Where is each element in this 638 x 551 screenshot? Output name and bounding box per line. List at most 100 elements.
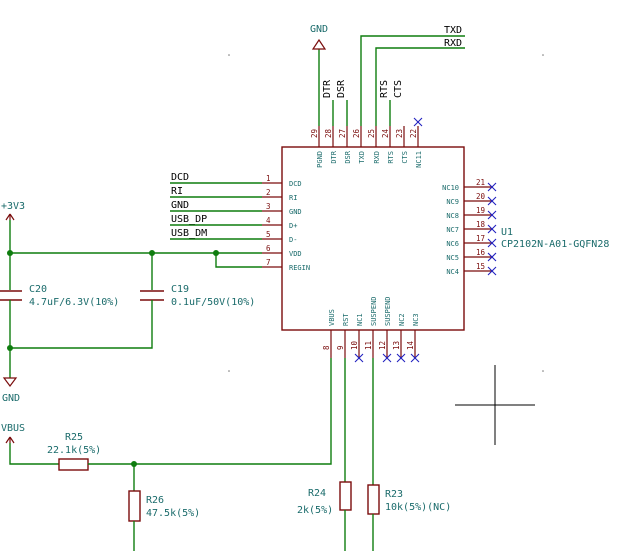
- pin-name-nc8: NC8: [446, 212, 459, 220]
- pin-num-14: 14: [406, 340, 415, 350]
- pin-num-28: 28: [324, 128, 333, 138]
- r24-ref: R24: [308, 488, 326, 499]
- pin-num-21: 21: [476, 178, 485, 187]
- pin-num-10: 10: [350, 340, 359, 350]
- pin-name-nc11: NC11: [415, 151, 423, 168]
- top-wires: [318, 35, 465, 126]
- pin-name-regin: REGIN: [289, 264, 310, 272]
- pin-num-3: 3: [266, 202, 271, 211]
- net-label-usb-dm: USB_DM: [171, 228, 207, 239]
- pin-name-nc4: NC4: [446, 268, 459, 276]
- vbus-label: VBUS: [1, 423, 25, 434]
- pin-name-suspend: SUSPEND: [384, 296, 392, 326]
- r25-value: 22.1k(5%): [47, 445, 101, 456]
- u1-top-pins: 29 28 27 26 25 24 23 22 PGND DTR DSR TXD…: [310, 126, 423, 168]
- pin-num-1: 1: [266, 174, 271, 183]
- pin-num-4: 4: [266, 216, 271, 225]
- pin-name-vdd: VDD: [289, 250, 302, 258]
- vcc-label: +3V3: [1, 201, 25, 212]
- capacitor-c20[interactable]: C20 4.7uF/6.3V(10%): [0, 253, 119, 378]
- c20-ref: C20: [29, 284, 47, 295]
- gnd-bottom-symbol: GND: [2, 377, 20, 404]
- pin-name-dtr: DTR: [330, 150, 338, 163]
- net-label-ri: RI: [171, 186, 183, 197]
- vbus-symbol: VBUS: [1, 423, 25, 444]
- net-label-dsr: DSR: [336, 79, 347, 98]
- u1-ref: U1: [501, 227, 513, 238]
- pin-num-22: 22: [409, 129, 418, 138]
- pin-num-9: 9: [336, 345, 345, 350]
- pin-num-26: 26: [352, 128, 361, 138]
- c20-value: 4.7uF/6.3V(10%): [29, 297, 119, 308]
- pin-num-16: 16: [476, 248, 486, 257]
- capacitor-c19[interactable]: C19 0.1uF/50V(10%): [10, 253, 255, 349]
- pin-name-rst: RST: [342, 313, 350, 326]
- net-label-dtr: DTR: [322, 79, 333, 98]
- resistor-r23[interactable]: R23 10k(5%)(NC): [367, 358, 451, 551]
- pin-name-gnd: GND: [289, 208, 302, 216]
- pin-name-nc9: NC9: [446, 198, 459, 206]
- pin-name-dcd: DCD: [289, 180, 302, 188]
- pin-name-nc7: NC7: [446, 226, 459, 234]
- pin-name-dsr: DSR: [344, 150, 352, 163]
- nc-markers-bottom: [354, 353, 420, 363]
- pin-name-nc3: NC3: [412, 313, 420, 326]
- pin-name-pgnd: PGND: [316, 151, 324, 168]
- r23-value: 10k(5%)(NC): [385, 502, 451, 513]
- crosshair-cursor-icon: [455, 365, 535, 445]
- net-label-rxd: RXD: [444, 38, 462, 49]
- u1-bottom-pins: 8 9 10 11 12 13 14 VBUS RST NC1 SUSPEND …: [322, 296, 420, 358]
- gnd-top-label: GND: [310, 24, 328, 35]
- pin-num-7: 7: [266, 258, 271, 267]
- pin-name-txd: TXD: [358, 151, 366, 164]
- nc-marker-22: [413, 117, 423, 127]
- pin-num-13: 13: [392, 341, 401, 350]
- resistor-r26[interactable]: R26 47.5k(5%): [128, 464, 200, 551]
- pin-name-rts: RTS: [387, 151, 395, 164]
- pin-name-cts: CTS: [401, 151, 409, 164]
- pin-name-vbus: VBUS: [328, 309, 336, 326]
- pin-num-12: 12: [378, 341, 387, 350]
- pin-name-dplus: D+: [289, 222, 297, 230]
- pin-num-8: 8: [322, 345, 331, 350]
- pin-name-nc1: NC1: [356, 313, 364, 326]
- net-label-txd: TXD: [444, 25, 462, 36]
- pin-num-19: 19: [476, 206, 485, 215]
- net-label-gnd: GND: [171, 200, 189, 211]
- c19-ref: C19: [171, 284, 189, 295]
- vcc-3v3-symbol: +3V3: [1, 201, 25, 253]
- u1-right-pins: 21 20 19 18 17 16 15 NC10 NC9 NC8 NC7 NC…: [442, 178, 492, 276]
- pin-name-ri: RI: [289, 194, 297, 202]
- pin-num-27: 27: [338, 129, 347, 138]
- pin-num-17: 17: [476, 234, 485, 243]
- pin-num-2: 2: [266, 188, 271, 197]
- pin-name-dminus: D-: [289, 236, 297, 244]
- pin-num-5: 5: [266, 230, 271, 239]
- pin-num-15: 15: [476, 262, 485, 271]
- pin-name-nc5: NC5: [446, 254, 459, 262]
- r25-ref: R25: [65, 432, 83, 443]
- junction-regin: [213, 250, 219, 256]
- r24-value: 2k(5%): [297, 505, 333, 516]
- pin-num-20: 20: [476, 192, 486, 201]
- r26-ref: R26: [146, 495, 164, 506]
- pin-name-nc2: NC2: [398, 313, 406, 326]
- pin-num-23: 23: [395, 129, 404, 138]
- nc-markers-right: [487, 182, 497, 276]
- pin-name-nc6: NC6: [446, 240, 459, 248]
- resistor-r25[interactable]: R25 22.1k(5%): [9, 358, 332, 471]
- u1-value: CP2102N-A01-GQFN28: [501, 239, 609, 250]
- pin-name-suspend-n: SUSPEND: [370, 296, 378, 326]
- gnd-top-symbol: GND: [310, 24, 328, 50]
- grid-dots: [228, 54, 544, 372]
- c19-value: 0.1uF/50V(10%): [171, 297, 255, 308]
- pin-name-nc10: NC10: [442, 184, 459, 192]
- net-label-cts: CTS: [393, 80, 404, 98]
- pin-num-24: 24: [381, 128, 390, 138]
- resistor-r24[interactable]: R24 2k(5%): [297, 358, 352, 551]
- pin-num-6: 6: [266, 244, 271, 253]
- left-wires: [10, 182, 262, 268]
- r23-ref: R23: [385, 489, 403, 500]
- pin-num-18: 18: [476, 220, 486, 229]
